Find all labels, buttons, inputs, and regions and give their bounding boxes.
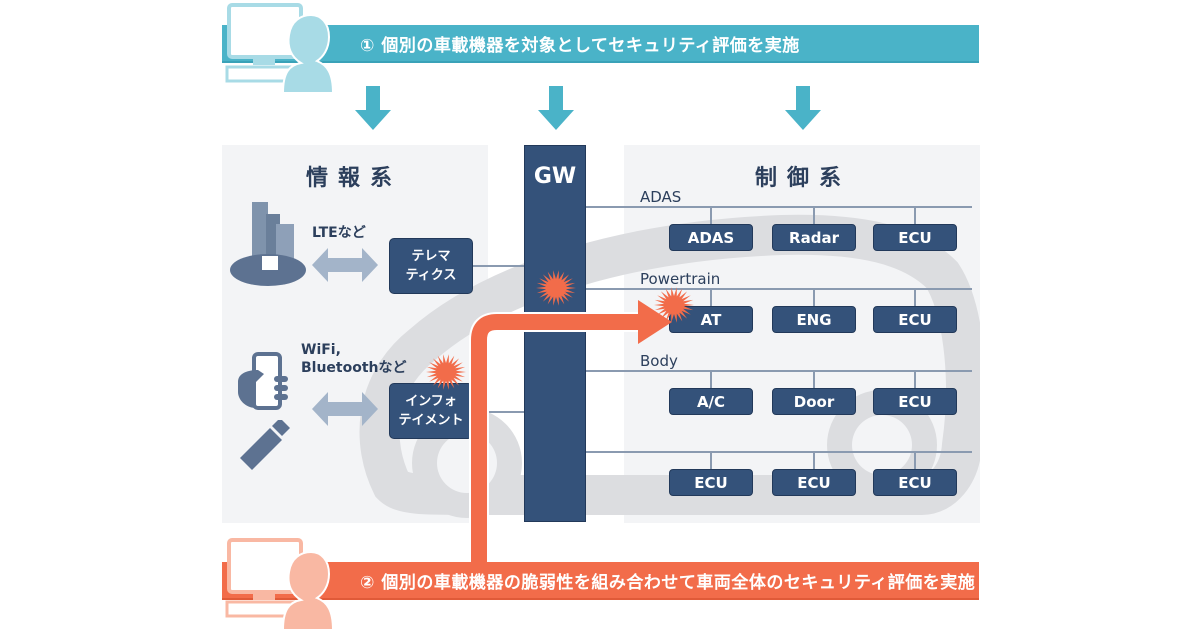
step2-banner: ② 個別の車載機器の脆弱性を組み合わせて車両全体のセキュリティ評価を実施 (222, 562, 979, 600)
bidirectional-arrow-lte-icon (312, 248, 378, 282)
bidirectional-arrow-wifi-icon (312, 392, 378, 426)
bus-drop-line (710, 206, 712, 224)
telematics-module[interactable]: テレマ ティクス (389, 238, 473, 294)
ecu-node[interactable]: AT (669, 306, 753, 333)
ecu-node[interactable]: ECU (669, 469, 753, 496)
evaluator-pc-orange-icon (225, 538, 335, 630)
bus-label-powertrain: Powertrain (640, 270, 721, 288)
ecu-node[interactable]: ADAS (669, 224, 753, 251)
ecu-node[interactable]: Door (772, 388, 856, 415)
bus-drop-line (914, 451, 916, 469)
control-system-title: 制御系 (755, 166, 852, 191)
gateway-label: GW (533, 164, 577, 189)
infotainment-module[interactable]: インフォ テイメント (389, 383, 473, 439)
bus-line-powertrain (586, 288, 972, 290)
bus-drop-line (914, 288, 916, 306)
bus-drop-line (813, 206, 815, 224)
smartphone-icon (236, 352, 292, 414)
burst-shape (426, 354, 466, 390)
lte-label: LTEなど (312, 225, 366, 241)
step2-text: ② 個別の車載機器の脆弱性を組み合わせて車両全体のセキュリティ評価を実施 (360, 572, 976, 593)
bus-drop-line (813, 451, 815, 469)
vulnerability-burst-at-icon (652, 285, 696, 325)
bus-drop-line (914, 370, 916, 388)
ecu-node[interactable]: ENG (772, 306, 856, 333)
down-arrow-gw-icon (538, 86, 574, 130)
ecu-node[interactable]: ECU (772, 469, 856, 496)
wifi-bluetooth-label: WiFi, Bluetoothなど (301, 342, 407, 376)
evaluator-pc-icon (225, 3, 335, 95)
bus-drop-line (914, 206, 916, 224)
bus-drop-line (710, 288, 712, 306)
bus-drop-line (710, 451, 712, 469)
bus-line-adas (586, 206, 972, 208)
step1-text: ① 個別の車載機器を対象としてセキュリティ評価を実施 (360, 35, 800, 56)
telematics-gw-link (473, 265, 525, 267)
ecu-node[interactable]: ECU (873, 224, 957, 251)
burst-shape (536, 270, 576, 306)
bus-label-adas: ADAS (640, 188, 682, 206)
burst-shape (654, 287, 694, 323)
attack-path-arrow-icon (462, 300, 682, 575)
ecu-node[interactable]: Radar (772, 224, 856, 251)
ecu-node[interactable]: A/C (669, 388, 753, 415)
vulnerability-burst-gw-icon (534, 268, 578, 308)
down-arrow-control-icon (785, 86, 821, 130)
ecu-node[interactable]: ECU (873, 469, 957, 496)
bus-line-other (586, 451, 972, 453)
bus-line-body (586, 370, 972, 372)
down-arrow-info-icon (355, 86, 391, 130)
step1-banner: ① 個別の車載機器を対象としてセキュリティ評価を実施 (222, 25, 979, 63)
bus-drop-line (710, 370, 712, 388)
gateway[interactable]: GW (524, 145, 586, 522)
bus-label-body: Body (640, 352, 678, 370)
bus-drop-line (813, 370, 815, 388)
usb-stick-icon (238, 420, 290, 470)
info-system-title: 情報系 (306, 166, 403, 191)
bus-drop-line (813, 288, 815, 306)
city-cloud-icon (228, 200, 308, 290)
vulnerability-burst-infotainment-icon (424, 352, 468, 392)
ecu-node[interactable]: ECU (873, 306, 957, 333)
infotainment-gw-link (473, 411, 525, 413)
ecu-node[interactable]: ECU (873, 388, 957, 415)
